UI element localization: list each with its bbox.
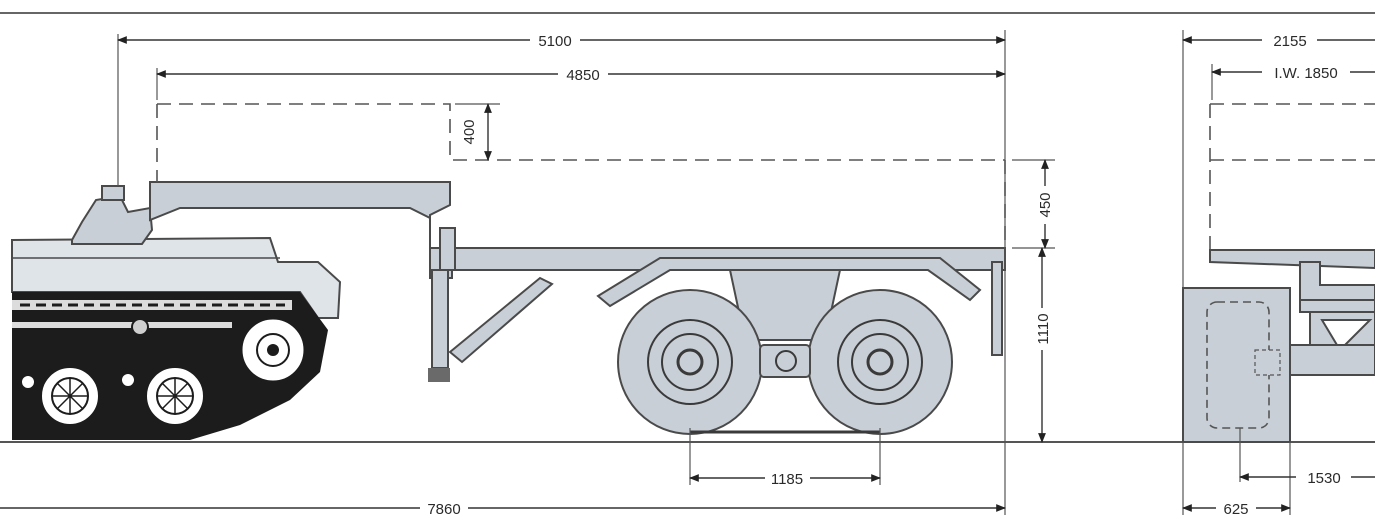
- dim-label-load-height: 400: [461, 119, 478, 144]
- trailer-chassis: [149, 181, 1006, 382]
- dim-label-inner-width: I.W. 1850: [1274, 65, 1337, 82]
- dim-label-overall-width: 2155: [1273, 33, 1306, 50]
- dim-label-overall-length: 5100: [538, 33, 571, 50]
- dim-label-axle-spacing: 1185: [771, 471, 803, 488]
- dim-label-tyre-width: 625: [1223, 501, 1248, 515]
- load-outline: [156, 103, 1006, 248]
- dim-label-deck-length: 4850: [566, 67, 599, 84]
- trailer-wheels: [617, 289, 953, 435]
- dim-label-deck-height: 1110: [1035, 313, 1052, 344]
- dim-label-side-height: 450: [1037, 192, 1054, 217]
- rear-view: [1182, 30, 1375, 515]
- dim-label-track-width: 1530: [1307, 470, 1340, 487]
- tank-vehicle: [11, 185, 342, 440]
- dim-label-total-length: 7860: [427, 501, 460, 515]
